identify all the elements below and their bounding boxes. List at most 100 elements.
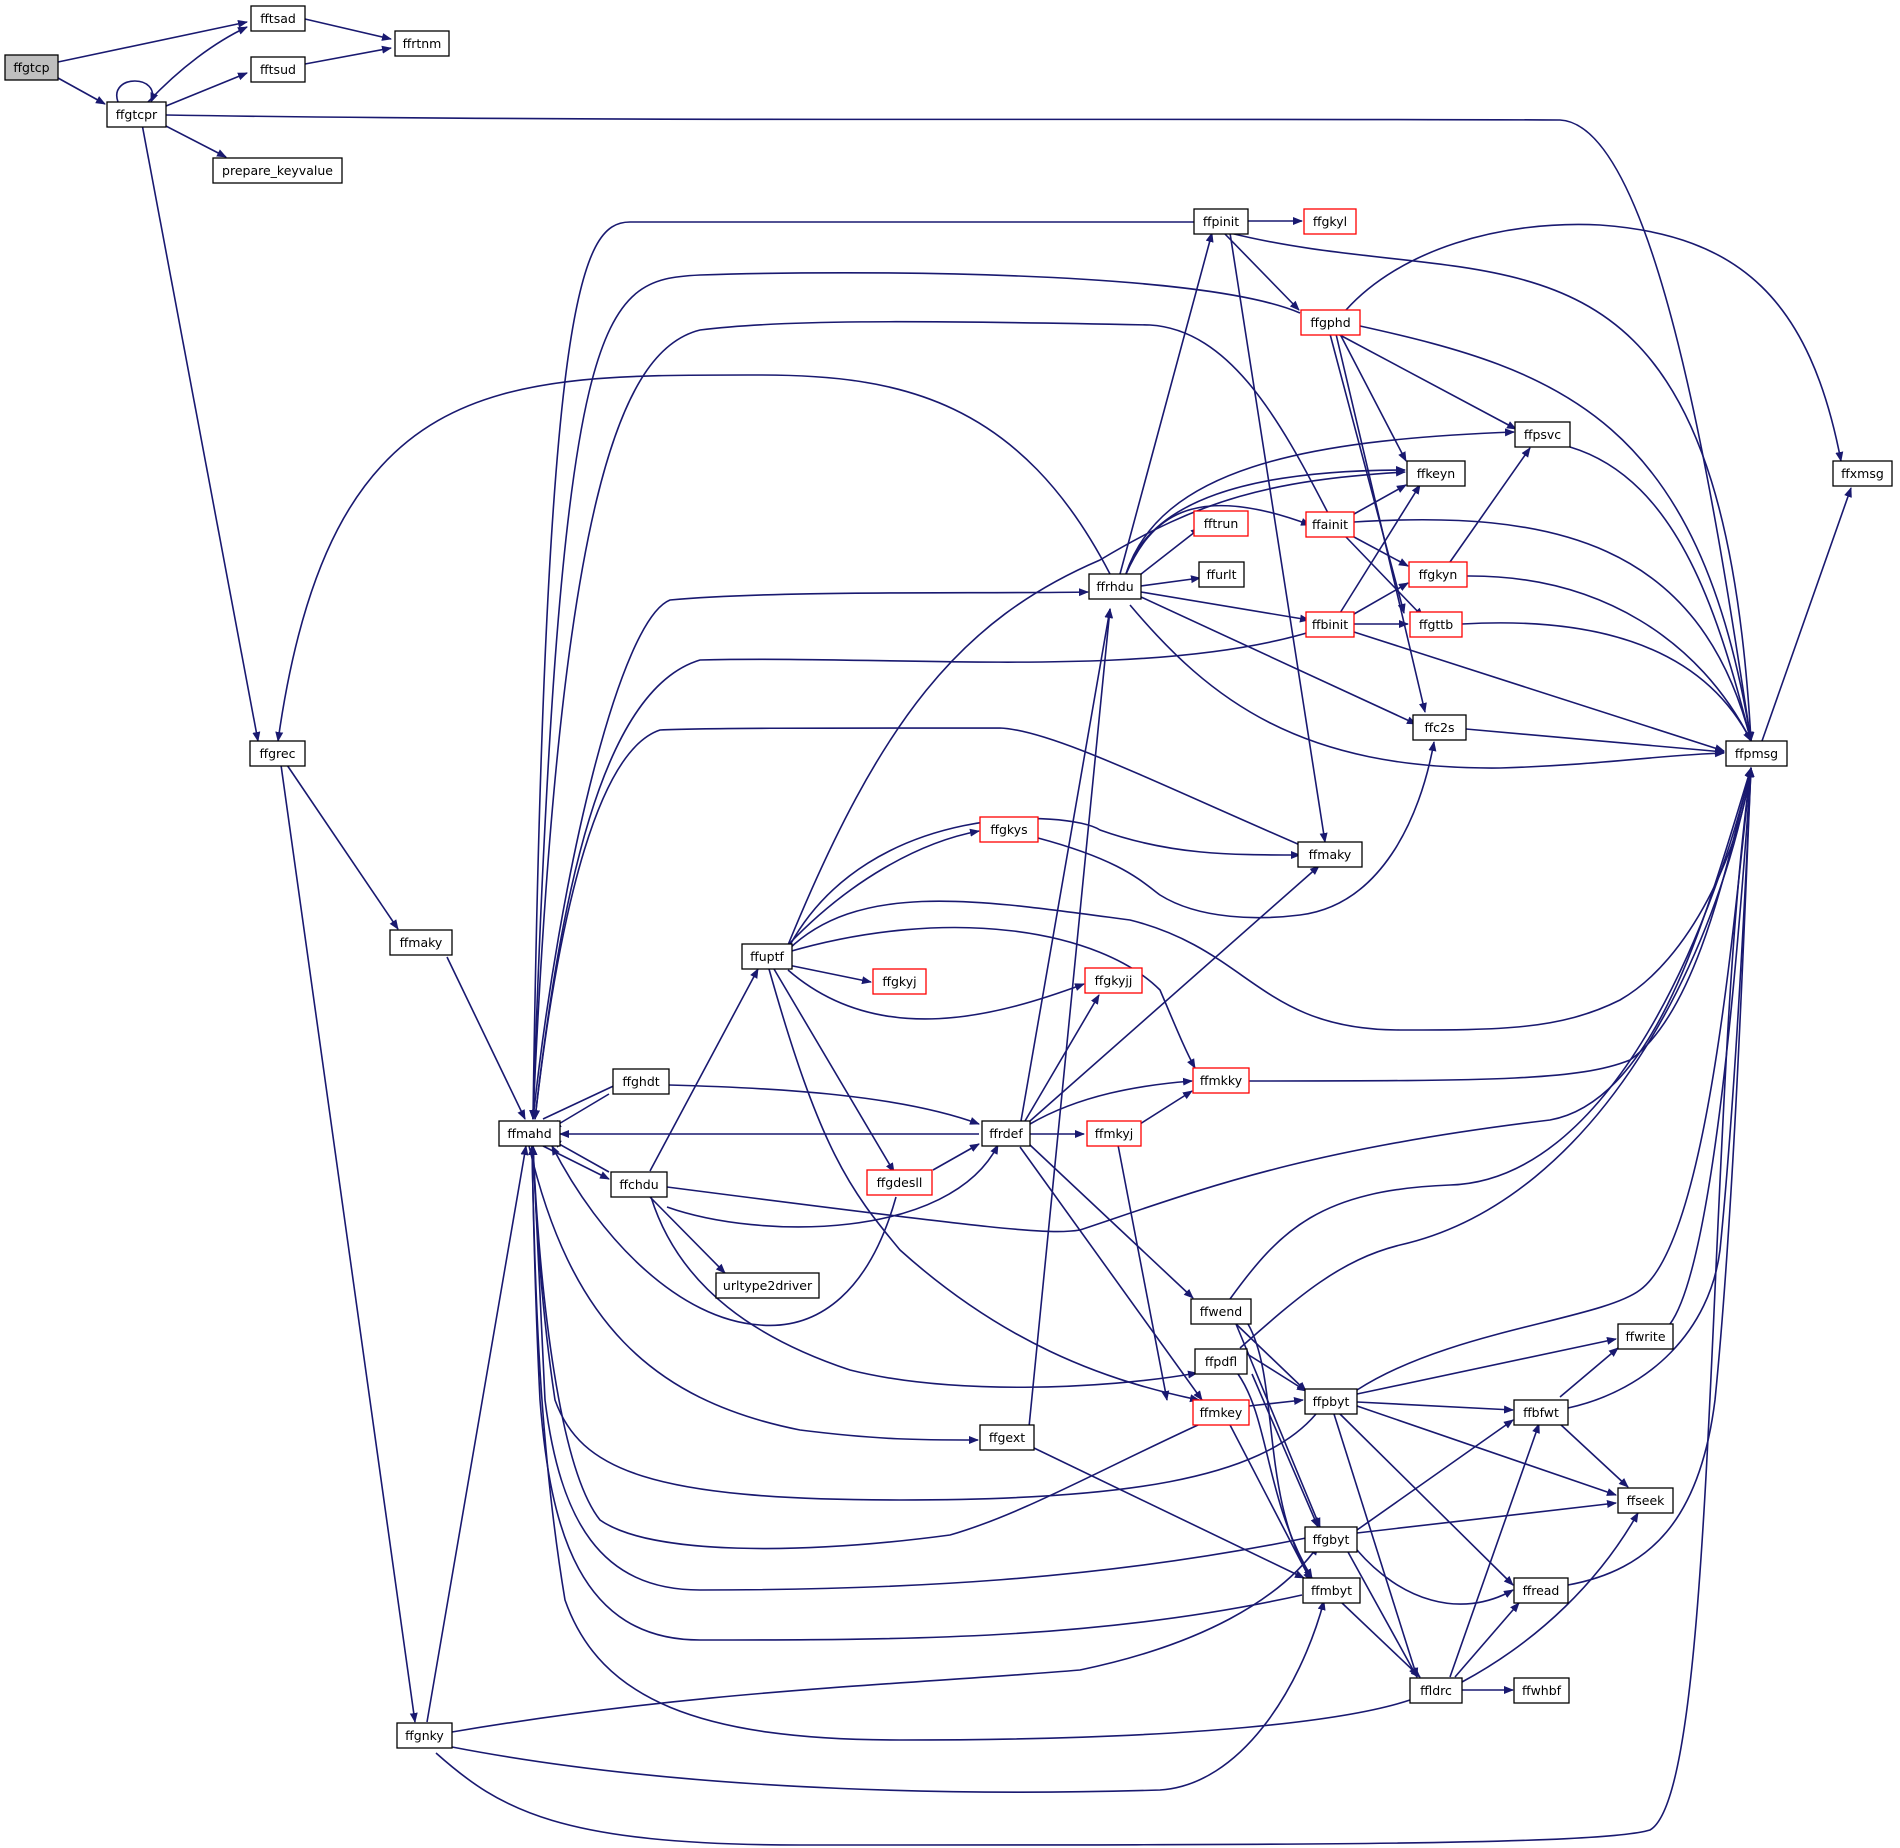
- svg-text:ffgdesll: ffgdesll: [877, 1175, 923, 1190]
- node-prepare-keyvalue[interactable]: prepare_keyvalue: [212, 157, 343, 184]
- node-ffmbyt[interactable]: ffmbyt: [1302, 1577, 1361, 1604]
- node-ffgtcpr[interactable]: ffgtcpr: [106, 101, 167, 128]
- node-ffghdt[interactable]: ffghdt: [612, 1068, 670, 1095]
- edge-ffpdfl-ffmbyt: [1237, 1373, 1313, 1579]
- node-ffurlt[interactable]: ffurlt: [1198, 561, 1245, 588]
- svg-text:ffc2s: ffc2s: [1425, 720, 1455, 735]
- node-ffmkey[interactable]: ffmkey: [1192, 1399, 1250, 1426]
- node-ffmahd[interactable]: ffmahd: [498, 1120, 561, 1147]
- edge-ffmkky-ffpmsg: [1248, 767, 1753, 1082]
- edge-ffldrc-ffseek: [1461, 1512, 1639, 1683]
- edge-ffmaky1-ffmahd: [446, 956, 526, 1120]
- node-ffgkyl[interactable]: ffgkyl: [1303, 208, 1357, 235]
- node-ffchdu[interactable]: ffchdu: [610, 1171, 668, 1198]
- edge-ffwend-ffmbyt: [1247, 1323, 1313, 1581]
- node-ffgnky[interactable]: ffgnky: [396, 1722, 453, 1749]
- node-ffgkys[interactable]: ffgkys: [979, 816, 1039, 843]
- svg-text:ffgtcpr: ffgtcpr: [116, 107, 158, 122]
- node-urltype2driver[interactable]: urltype2driver: [715, 1272, 820, 1299]
- node-ffwhbf[interactable]: ffwhbf: [1513, 1677, 1570, 1704]
- node-ffgkyn[interactable]: ffgkyn: [1408, 561, 1468, 588]
- edge-ffchdu-ffuptf: [649, 968, 759, 1172]
- edge-ffgbyt-ffseek: [1356, 1500, 1617, 1534]
- node-ffldrc[interactable]: ffldrc: [1409, 1677, 1463, 1704]
- edge-ffpbyt-ffldrc: [1333, 1413, 1419, 1678]
- edge-ffchdu-ffmahd: [551, 1139, 610, 1173]
- edge-ffuptf-ffgdesll: [773, 968, 895, 1173]
- edge-ffpinit-ffgphd: [1223, 232, 1300, 311]
- node-ffpdfl[interactable]: ffpdfl: [1194, 1348, 1248, 1375]
- node-ffbinit[interactable]: ffbinit: [1305, 611, 1355, 638]
- edge-ffgkys-ffc2s: [1037, 741, 1437, 919]
- svg-text:ffgttb: ffgttb: [1419, 617, 1453, 632]
- edge-ffgdesll-ffmahd: [551, 1145, 897, 1327]
- svg-text:ffgrec: ffgrec: [260, 746, 296, 761]
- node-fftrun[interactable]: fftrun: [1193, 510, 1249, 537]
- edge-ffgphd-ffgttb: [1329, 333, 1406, 614]
- node-ffrhdu[interactable]: ffrhdu: [1088, 573, 1142, 600]
- svg-text:ffmaky: ffmaky: [1309, 847, 1352, 862]
- svg-text:ffgkyl: ffgkyl: [1313, 214, 1347, 229]
- edge-ffrdef-ffmkky: [1029, 1077, 1193, 1125]
- node-ffpmsg[interactable]: ffpmsg: [1725, 740, 1788, 767]
- node-ffc2s[interactable]: ffc2s: [1412, 714, 1467, 741]
- node-ffmaky-left[interactable]: ffmaky: [389, 929, 453, 956]
- edge-ffldrc-ffmahd: [528, 1145, 1411, 1741]
- svg-text:ffghdt: ffghdt: [622, 1074, 659, 1089]
- node-ffseek[interactable]: ffseek: [1617, 1487, 1674, 1514]
- node-ffpsvc[interactable]: ffpsvc: [1514, 421, 1571, 448]
- edge-ffchdu-ffpmsg: [666, 767, 1753, 1233]
- edge-ffmahd-ffgext: [528, 1145, 979, 1444]
- node-ffgext[interactable]: ffgext: [979, 1424, 1035, 1451]
- node-ffmkyj[interactable]: ffmkyj: [1086, 1120, 1142, 1147]
- edge-ffpdfl-ffpmsg: [1239, 767, 1754, 1349]
- node-ffgtcp[interactable]: ffgtcp: [4, 54, 59, 81]
- svg-text:ffgtcp: ffgtcp: [13, 60, 49, 75]
- node-ffgbyt[interactable]: ffgbyt: [1304, 1526, 1358, 1553]
- node-ffwend[interactable]: ffwend: [1190, 1298, 1252, 1325]
- node-ffkeyn[interactable]: ffkeyn: [1406, 460, 1466, 487]
- node-ffgkyjj[interactable]: ffgkyjj: [1084, 967, 1143, 994]
- edge-ffchdu-ffpdfl: [650, 1196, 1198, 1389]
- svg-text:fftsad: fftsad: [260, 11, 296, 26]
- edge-ffgtcpr-fftsad: [147, 26, 248, 103]
- node-ffmaky-right[interactable]: ffmaky: [1297, 841, 1363, 868]
- node-fftsad[interactable]: fftsad: [250, 5, 306, 32]
- edge-ffbinit-ffmahd: [532, 631, 1311, 1120]
- svg-text:ffpbyt: ffpbyt: [1313, 1394, 1350, 1409]
- edge-ffgtcp-fftsad: [57, 19, 248, 63]
- edge-ffrdef-ffgkyjj: [1024, 994, 1100, 1122]
- edge-ffpsvc-ffpmsg: [1569, 446, 1753, 742]
- node-ffbfwt[interactable]: ffbfwt: [1513, 1399, 1569, 1426]
- svg-text:ffmbyt: ffmbyt: [1311, 1583, 1352, 1598]
- svg-text:ffuptf: ffuptf: [750, 949, 784, 964]
- edge-ffgtcpr-ffpmsg: [165, 114, 1754, 742]
- edge-ffmaky2-ffmahd: [532, 727, 1301, 1120]
- node-ffwrite[interactable]: ffwrite: [1617, 1323, 1674, 1350]
- node-ffrtnm[interactable]: ffrtnm: [394, 30, 450, 57]
- node-ffpbyt[interactable]: ffpbyt: [1304, 1388, 1358, 1415]
- node-ffxmsg[interactable]: ffxmsg: [1832, 460, 1893, 487]
- node-ffgphd[interactable]: ffgphd: [1300, 309, 1361, 336]
- svg-text:ffmahd: ffmahd: [507, 1126, 551, 1141]
- node-ffuptf[interactable]: ffuptf: [741, 943, 793, 970]
- node-ffgrec[interactable]: ffgrec: [249, 740, 306, 767]
- svg-text:ffpdfl: ffpdfl: [1205, 1354, 1237, 1369]
- node-ffpinit[interactable]: ffpinit: [1193, 208, 1249, 235]
- node-ffrdef[interactable]: ffrdef: [981, 1120, 1031, 1147]
- node-ffgttb[interactable]: ffgttb: [1409, 611, 1463, 638]
- edge-ffuptf-ffkeyn: [787, 468, 1406, 946]
- node-ffgkyj[interactable]: ffgkyj: [872, 968, 927, 995]
- edge-ffgext-ffmbyt: [1033, 1447, 1305, 1579]
- svg-text:ffgext: ffgext: [989, 1430, 1025, 1445]
- edge-ffainit-ffgttb: [1345, 536, 1424, 618]
- node-ffmkky[interactable]: ffmkky: [1192, 1067, 1250, 1094]
- edge-fftsud-ffrtnm: [304, 45, 392, 65]
- node-ffainit[interactable]: ffainit: [1305, 511, 1355, 538]
- edge-ffainit-ffkeyn: [1353, 484, 1407, 515]
- edge-ffgbyt-ffbfwt: [1356, 1419, 1514, 1531]
- node-ffgdesll[interactable]: ffgdesll: [866, 1169, 933, 1196]
- svg-text:ffgkyj: ffgkyj: [882, 974, 916, 989]
- node-fftsud[interactable]: fftsud: [250, 56, 306, 83]
- node-ffread[interactable]: ffread: [1513, 1577, 1569, 1604]
